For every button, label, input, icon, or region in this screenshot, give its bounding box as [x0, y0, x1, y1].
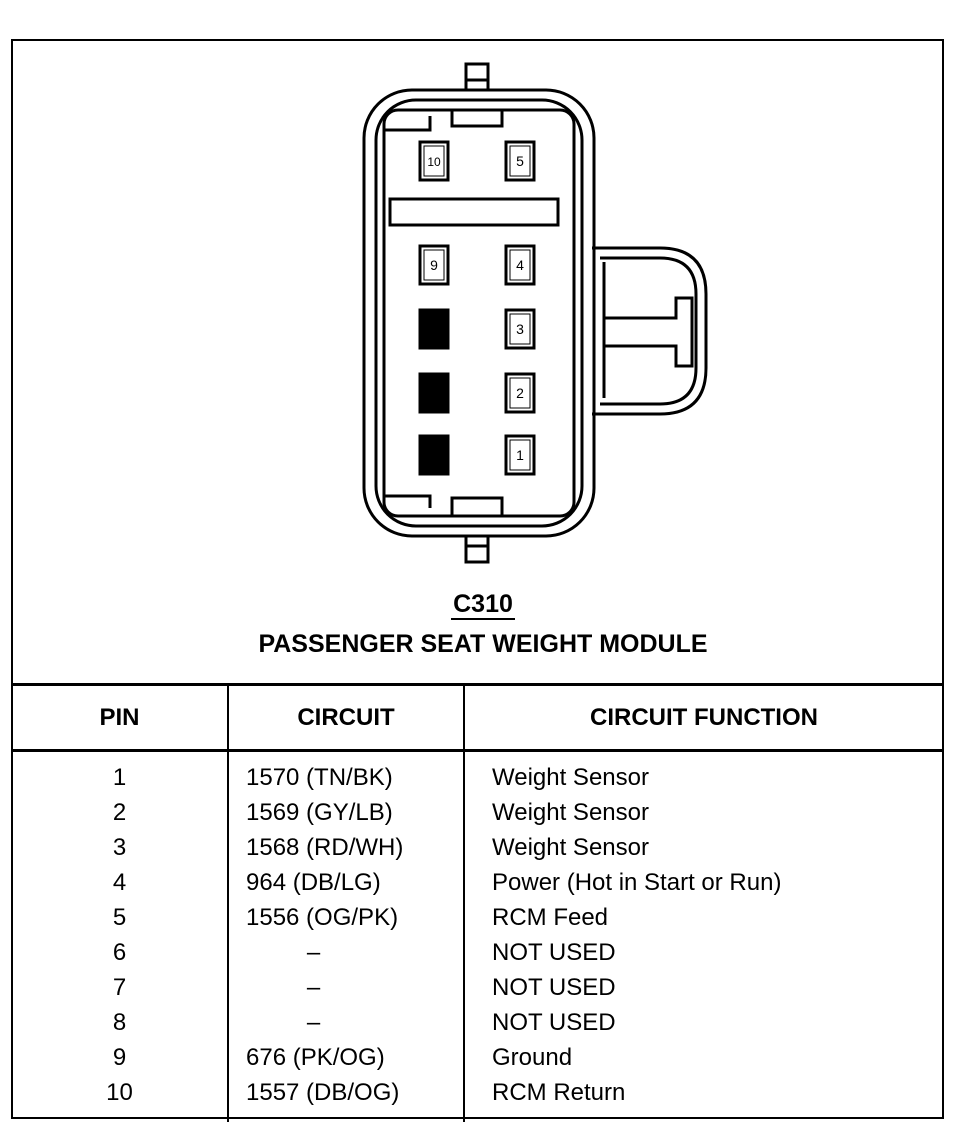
- cavity-inner: [509, 249, 531, 281]
- pin-cell: 8: [12, 1005, 229, 1040]
- circuit-cell: 1557 (DB/OG): [228, 1075, 465, 1122]
- function-cell: Weight Sensor: [492, 799, 649, 826]
- cavity-inner: [423, 249, 445, 281]
- cavity-inner: [509, 145, 531, 177]
- top-latch-tab: [464, 62, 490, 92]
- cavity-box: [418, 372, 450, 414]
- cavity-inner: [423, 145, 445, 177]
- function-cell: RCM Return: [492, 1079, 626, 1106]
- cavity-3: 3: [504, 308, 536, 350]
- cavity-inner: [509, 377, 531, 409]
- function-cell: Weight Sensor: [492, 834, 649, 861]
- cavity-5: 5: [504, 140, 536, 182]
- cavity-label: 10: [427, 155, 441, 169]
- circuit-cell: –: [228, 1005, 465, 1040]
- cavity-box: [418, 308, 450, 350]
- cavity-box: [504, 372, 536, 414]
- function-cell: NOT USED: [492, 939, 616, 966]
- pin-cell: 10: [12, 1075, 229, 1122]
- connector-face-drawing: 10 5 9 4 3 2 1: [362, 62, 708, 564]
- circuit-cell: 1568 (RD/WH): [228, 830, 465, 865]
- header-circuit: CIRCUIT: [228, 683, 465, 752]
- pin-cell: 9: [12, 1040, 229, 1075]
- circuit-cell: 1570 (TN/BK): [228, 750, 465, 795]
- connector-id: C310: [0, 590, 966, 620]
- connector-id-text: C310: [451, 590, 515, 620]
- cavity-box: [418, 244, 450, 286]
- function-cell: Power (Hot in Start or Run): [492, 869, 782, 896]
- cavity-6: [418, 434, 450, 476]
- circuit-cell: 1556 (OG/PK): [228, 900, 465, 935]
- cavity-label: 2: [516, 385, 524, 401]
- circuit-dash: –: [306, 939, 321, 966]
- cavity-2: 2: [504, 372, 536, 414]
- cavity-10: 10: [418, 140, 450, 182]
- cavity-7: [418, 372, 450, 414]
- pin-cell: 5: [12, 900, 229, 935]
- cavity-label: 5: [516, 153, 524, 169]
- cavity-inner: [509, 313, 531, 345]
- cavity-9: 9: [418, 244, 450, 286]
- circuit-cell: 964 (DB/LG): [228, 865, 465, 900]
- pin-cell: 3: [12, 830, 229, 865]
- cavity-box: [418, 140, 450, 182]
- circuit-cell: –: [228, 970, 465, 1005]
- circuit-dash: –: [306, 1009, 321, 1036]
- diagram-frame: [11, 39, 944, 1119]
- cavity-box: [504, 140, 536, 182]
- cavity-label: 4: [516, 257, 524, 273]
- circuit-dash: –: [306, 974, 321, 1001]
- pin-cell: 6: [12, 935, 229, 970]
- side-lock-housing: [592, 246, 708, 416]
- pin-cell: 7: [12, 970, 229, 1005]
- cavity-box: [504, 434, 536, 476]
- function-cell: NOT USED: [492, 974, 616, 1001]
- cavity-box: [504, 308, 536, 350]
- table-row: 8 – NOT USED: [12, 1005, 943, 1040]
- cavity-4: 4: [504, 244, 536, 286]
- table-row: 7 – NOT USED: [12, 970, 943, 1005]
- table-row: 6 – NOT USED: [12, 935, 943, 970]
- circuit-cell: 1569 (GY/LB): [228, 795, 465, 830]
- header-circuit-function: CIRCUIT FUNCTION: [464, 683, 943, 752]
- cavity-box: [504, 244, 536, 286]
- cavity-box: [418, 434, 450, 476]
- circuit-cell: –: [228, 935, 465, 970]
- pin-cell: 2: [12, 795, 229, 830]
- cavity-label: 1: [516, 447, 524, 463]
- cavity-label: 3: [516, 321, 524, 337]
- header-pin: PIN: [12, 683, 229, 752]
- cavity-inner: [509, 439, 531, 471]
- cavity-label: 9: [430, 257, 438, 273]
- function-cell: NOT USED: [492, 1009, 616, 1036]
- table-header-row: PIN CIRCUIT CIRCUIT FUNCTION: [12, 683, 943, 752]
- cavity-layer: 10 5 9 4 3 2 1: [418, 140, 536, 476]
- bottom-latch-tab: [464, 534, 490, 564]
- function-cell: Weight Sensor: [492, 764, 649, 791]
- pin-cell: 4: [12, 865, 229, 900]
- function-cell: Ground: [492, 1044, 573, 1071]
- circuit-cell: 676 (PK/OG): [228, 1040, 465, 1075]
- pin-cell: 1: [12, 750, 229, 795]
- connector-body: [362, 88, 596, 538]
- cavity-8: [418, 308, 450, 350]
- cavity-1: 1: [504, 434, 536, 476]
- function-cell: RCM Feed: [492, 904, 609, 931]
- connector-name: PASSENGER SEAT WEIGHT MODULE: [258, 630, 708, 658]
